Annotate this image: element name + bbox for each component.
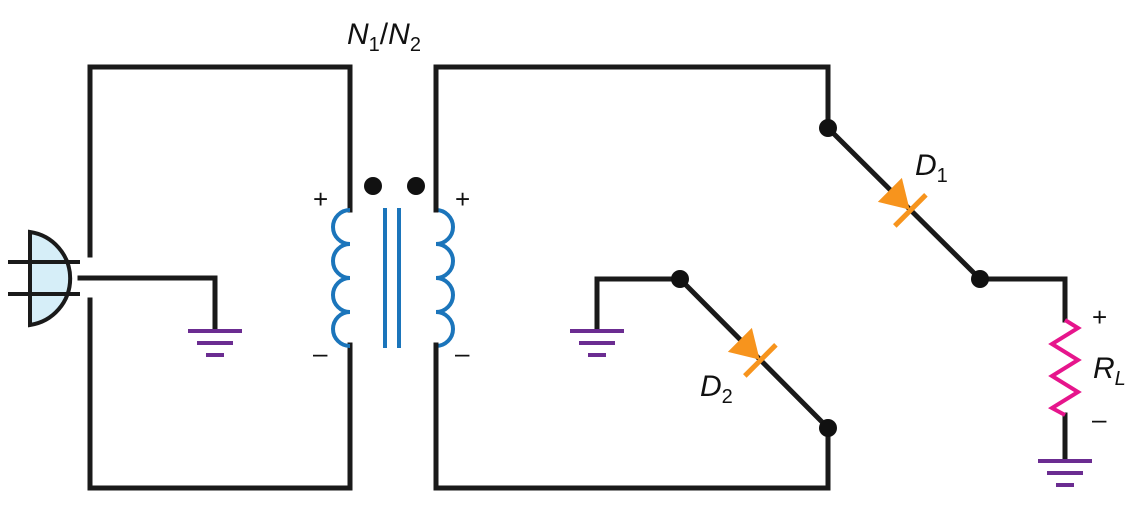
junction-dot: [971, 270, 989, 288]
secondary-plus-sign: +: [455, 184, 470, 214]
polarity-dot-primary: [364, 177, 382, 195]
diode-icon: [727, 327, 778, 378]
secondary-wiring: [433, 64, 1068, 491]
junction-dot: [819, 419, 837, 437]
diode-d2-label: D2: [700, 370, 733, 408]
primary-minus-sign: –: [313, 338, 328, 368]
transformer: [331, 177, 455, 348]
load-plus-sign: +: [1092, 302, 1107, 332]
junction-dot: [819, 119, 837, 137]
diode-d1-label: D1: [915, 149, 948, 187]
load-minus-sign: –: [1092, 404, 1107, 434]
primary-plus-sign: +: [313, 184, 328, 214]
secondary-minus-sign: –: [455, 338, 470, 368]
load-resistor-label: RL: [1093, 352, 1126, 390]
transformer-coil-icon: [331, 208, 455, 348]
ground-icon: [188, 329, 242, 357]
diode-icon: [877, 177, 928, 228]
ac-plug-icon: [8, 229, 80, 328]
polarity-dot-secondary: [407, 177, 425, 195]
ground-icon: [570, 329, 624, 357]
turns-ratio-label: N1/N2: [347, 18, 421, 56]
resistor-icon: [1047, 318, 1082, 417]
junction-dot: [671, 270, 689, 288]
primary-wiring: [77, 64, 353, 491]
ground-icon: [1038, 459, 1092, 487]
